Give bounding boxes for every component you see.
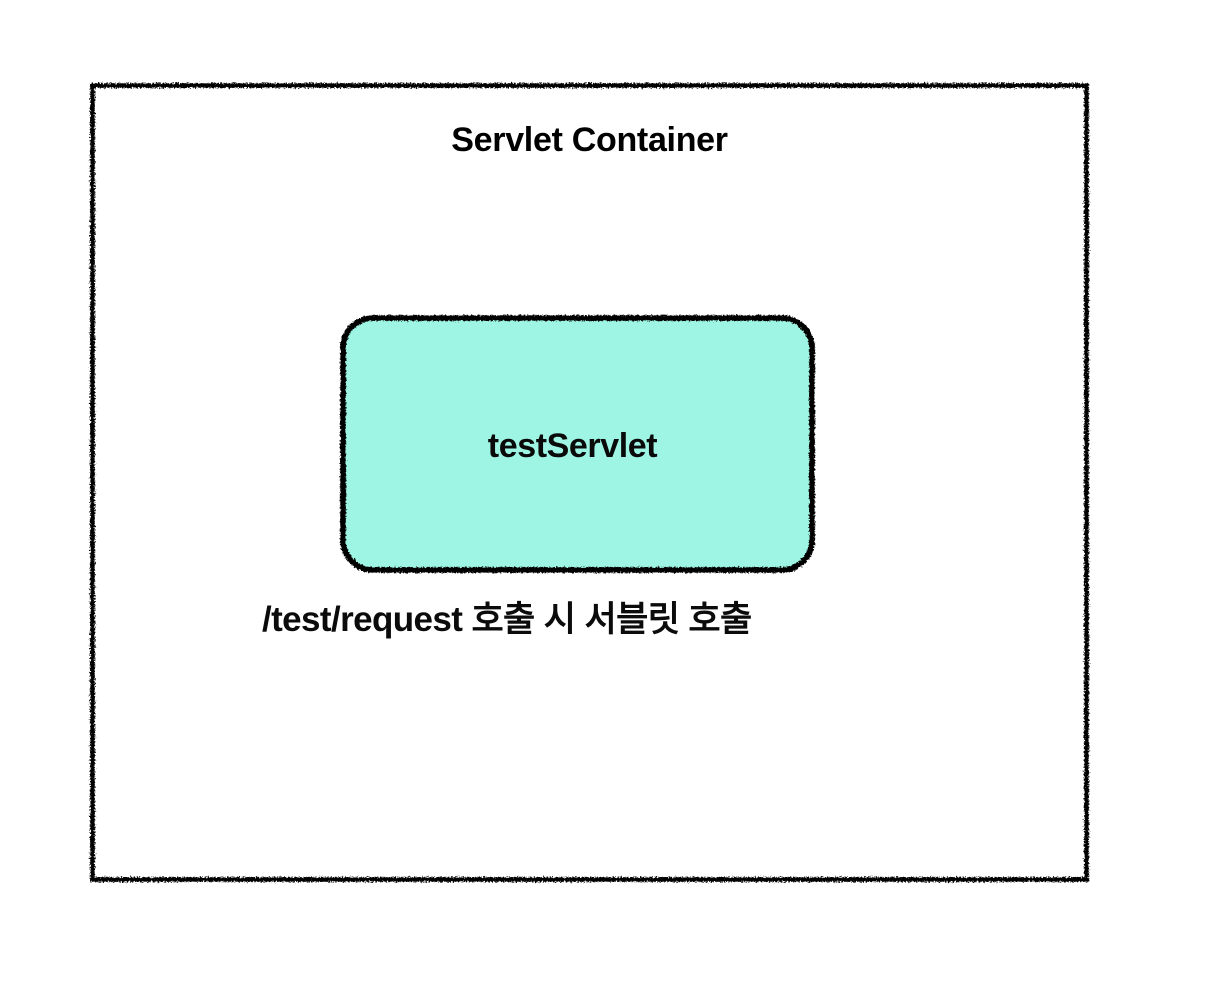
request-mapping-caption: /test/request 호출 시 서블릿 호출 [262,600,752,639]
test-servlet-label: testServlet [487,427,658,465]
servlet-container-title: Servlet Container [451,121,728,159]
